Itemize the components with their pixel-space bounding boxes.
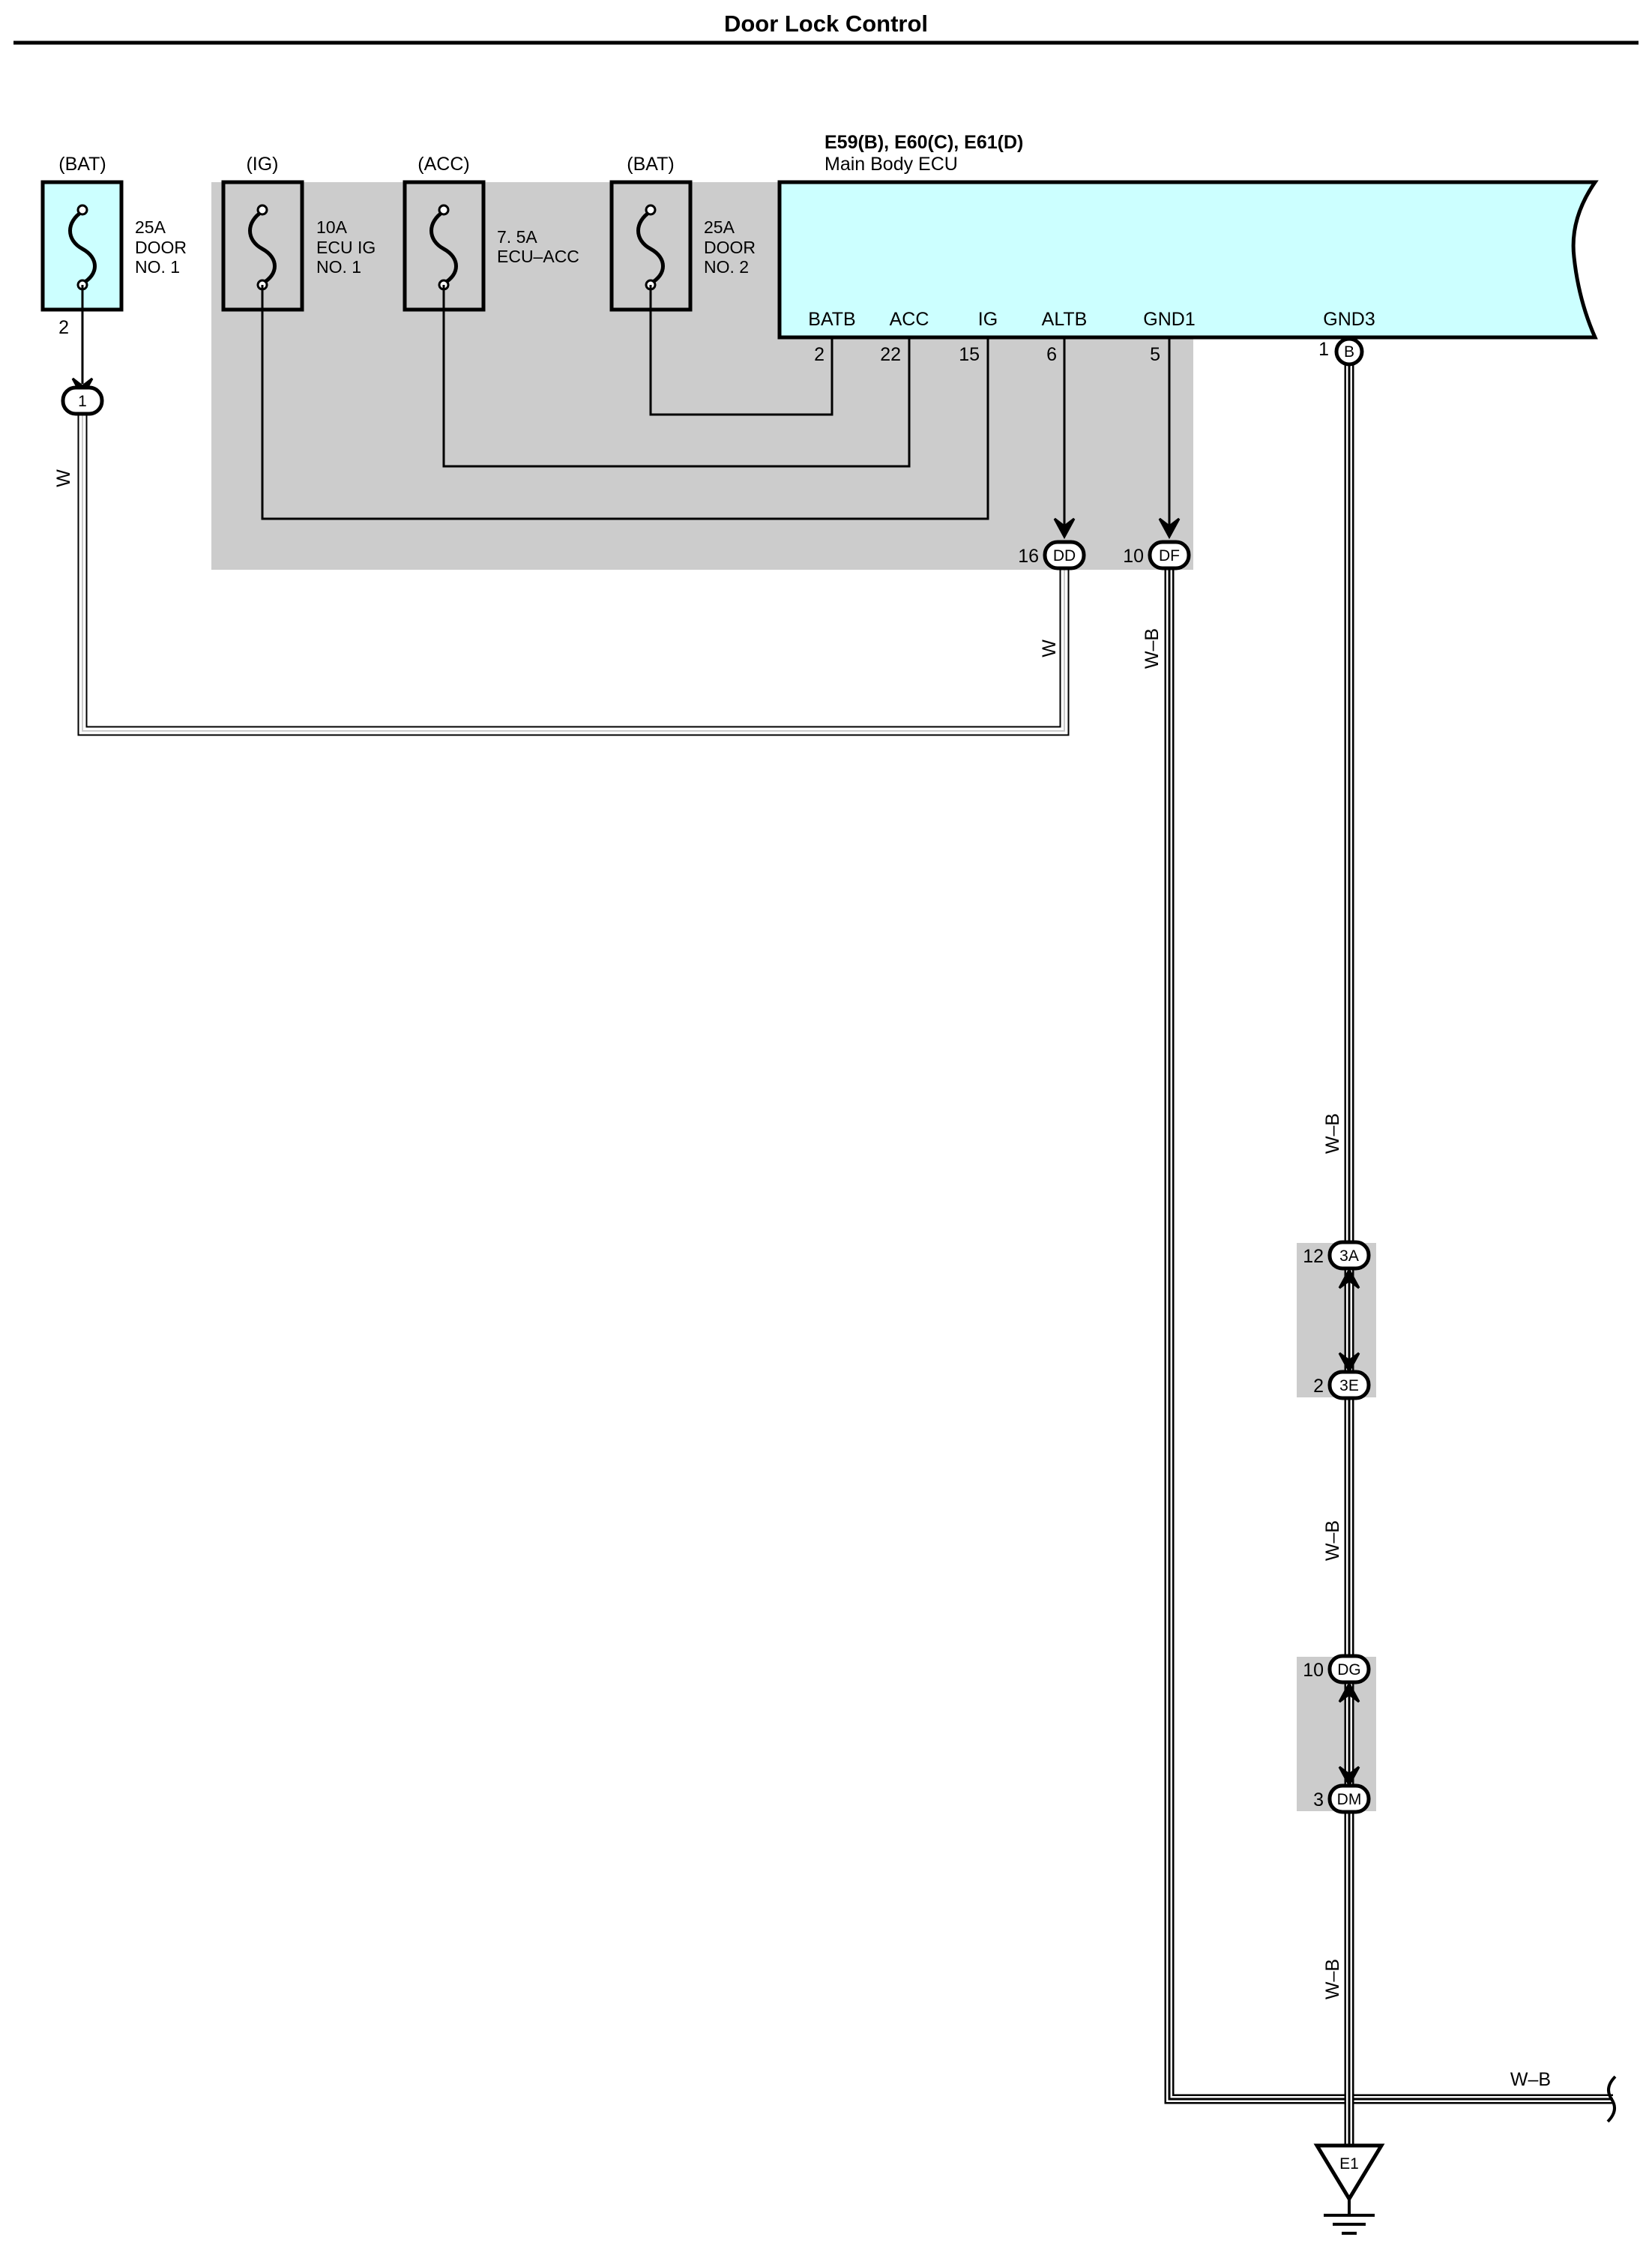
fuse3-line1: ECU–ACC xyxy=(497,247,579,266)
fuse1-terminal-top xyxy=(76,204,88,216)
connector-3a-pin: 12 xyxy=(1303,1246,1324,1267)
fuse4-source: (BAT) xyxy=(627,154,674,175)
pin-gnd1: 5 xyxy=(1150,344,1160,365)
arrow-dg-icon xyxy=(1338,1681,1360,1703)
wire-batb xyxy=(649,285,833,416)
connector-dg-id: DG xyxy=(1337,1661,1361,1679)
arrow-gnd1-icon xyxy=(1158,517,1181,540)
wire-break-icon xyxy=(1606,2075,1617,2123)
connector-dd: DD xyxy=(1043,540,1086,570)
fuse2-line2: NO. 1 xyxy=(316,257,361,277)
fuse4-terminal-top xyxy=(645,204,657,216)
terminal-ig: IG xyxy=(978,309,998,330)
fuse4-symbol-icon xyxy=(636,209,665,286)
ground-triangle-icon xyxy=(1313,2143,1385,2203)
wire-label-wb-2: W–B xyxy=(1322,1520,1343,1561)
fuse4-rating: 25A xyxy=(704,217,735,237)
ecu-connector-ids: E59(B), E60(C), E61(D) xyxy=(825,132,1023,153)
wire-wb-df-outer xyxy=(1164,568,1613,2104)
wire-label-w-left: W xyxy=(53,469,74,487)
connector-dd-pin: 16 xyxy=(1018,546,1039,567)
wire-label-wb-right: W–B xyxy=(1510,2069,1551,2090)
connector-df-pin: 10 xyxy=(1123,546,1144,567)
wire-label-wb-3: W–B xyxy=(1322,1959,1343,1999)
fuse3-rating: 7. 5A xyxy=(497,227,537,247)
pin-altb: 6 xyxy=(1046,344,1057,365)
pin-batb: 2 xyxy=(814,344,825,365)
connector-dd-id: DD xyxy=(1053,547,1076,564)
wire-label-wb-1: W–B xyxy=(1322,1113,1343,1154)
pin-ig: 15 xyxy=(959,344,980,365)
main-body-ecu-box xyxy=(777,180,1599,340)
connector-1: 1 xyxy=(61,385,104,416)
fuse1-source: (BAT) xyxy=(58,154,106,175)
wire-label-wb-df: W–B xyxy=(1142,628,1163,669)
fuse4-line2: NO. 2 xyxy=(704,257,749,277)
connector-dg: DG xyxy=(1327,1654,1371,1685)
page-title: Door Lock Control xyxy=(724,10,928,37)
fuse3-symbol-icon xyxy=(429,209,458,286)
connector-1-id: 1 xyxy=(78,393,87,410)
connector-dm: DM xyxy=(1327,1783,1371,1814)
fuse1-rating: 25A xyxy=(135,217,166,237)
fuse2-terminal-top xyxy=(256,204,268,216)
fuse4-line1: DOOR xyxy=(704,238,756,257)
fuse3-terminal-top xyxy=(438,204,450,216)
fuse1-line1: DOOR xyxy=(135,238,187,257)
connector-dm-id: DM xyxy=(1337,1791,1362,1808)
connector-df-id: DF xyxy=(1159,547,1180,564)
wire-acc xyxy=(442,285,911,468)
ground-id: E1 xyxy=(1339,2155,1359,2173)
terminal-acc: ACC xyxy=(890,309,929,330)
terminal-gnd3: GND3 xyxy=(1323,309,1375,330)
terminal-altb: ALTB xyxy=(1042,309,1088,330)
ecu-name: Main Body ECU xyxy=(825,154,958,175)
wire-label-w-mid: W xyxy=(1039,639,1060,657)
fuse1-line2: NO. 1 xyxy=(135,257,180,277)
fuse2-rating: 10A xyxy=(316,217,348,237)
fuse1-pin: 2 xyxy=(58,317,69,338)
fuse2-symbol-icon xyxy=(248,209,277,286)
wire-wb-df-inner xyxy=(1166,568,1613,2102)
wire-ig xyxy=(261,285,989,520)
arrow-altb-icon xyxy=(1053,517,1076,540)
pin-acc: 22 xyxy=(880,344,901,365)
pin-gnd3: 1 xyxy=(1318,339,1329,360)
wire-w-core xyxy=(82,414,1065,732)
arrow-3e-icon xyxy=(1338,1352,1360,1374)
terminal-batb: BATB xyxy=(808,309,855,330)
fuse1-symbol-icon xyxy=(68,209,97,286)
connector-3e: 3E xyxy=(1327,1370,1371,1400)
connector-gnd3-id: B xyxy=(1344,343,1354,361)
connector-dm-pin: 3 xyxy=(1313,1789,1324,1810)
connector-3a: 3A xyxy=(1327,1240,1371,1271)
wire-wb-df-core xyxy=(1168,568,1613,2101)
connector-3a-id: 3A xyxy=(1339,1247,1359,1265)
connector-dg-pin: 10 xyxy=(1303,1660,1324,1681)
connector-df: DF xyxy=(1148,540,1191,570)
fuse2-source: (IG) xyxy=(246,154,278,175)
connector-gnd3-b: B xyxy=(1334,337,1364,367)
fuse2-line1: ECU IG xyxy=(316,238,376,257)
arrow-3a-icon xyxy=(1338,1267,1360,1289)
arrow-dm-icon xyxy=(1338,1765,1360,1788)
connector-3e-id: 3E xyxy=(1339,1377,1359,1394)
terminal-gnd1: GND1 xyxy=(1143,309,1195,330)
fuse3-source: (ACC) xyxy=(417,154,469,175)
connector-3e-pin: 2 xyxy=(1313,1376,1324,1397)
